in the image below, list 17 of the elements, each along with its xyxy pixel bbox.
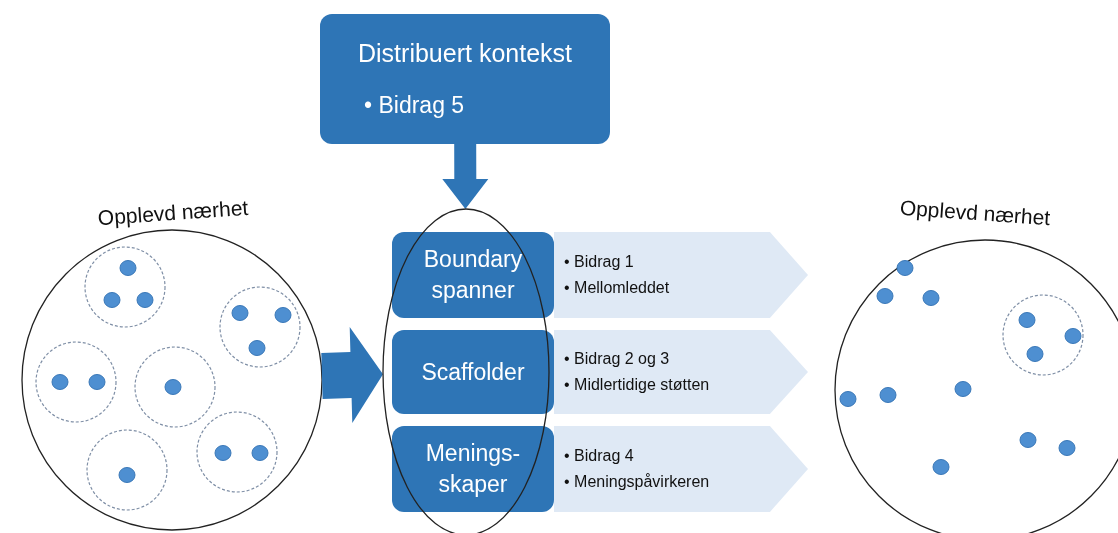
bullet-item: • Bidrag 1: [564, 252, 635, 272]
process-box: [320, 14, 610, 144]
ellipse-outline: [382, 208, 550, 533]
bullet-item: • Bidrag 5: [364, 90, 465, 120]
role-label: Boundary spanner: [422, 245, 524, 305]
bullet-item: • Midlertidige støtten: [564, 375, 711, 395]
circle-title: Opplevd nærhet: [898, 194, 1052, 232]
bullet-item: • Bidrag 4: [564, 446, 635, 466]
role-label: Menings- skaper: [424, 439, 522, 499]
block-arrow: [321, 327, 383, 424]
bullet-item: • Mellomleddet: [564, 278, 671, 298]
block-arrow: [442, 144, 489, 209]
circle-title: Opplevd nærhet: [96, 194, 250, 232]
role-label: Scaffolder: [420, 357, 526, 387]
bullet-item: • Meningspåvirkeren: [564, 472, 711, 492]
bullet-item: • Bidrag 2 og 3: [564, 349, 671, 369]
box-title: Distribuert kontekst: [358, 38, 572, 68]
